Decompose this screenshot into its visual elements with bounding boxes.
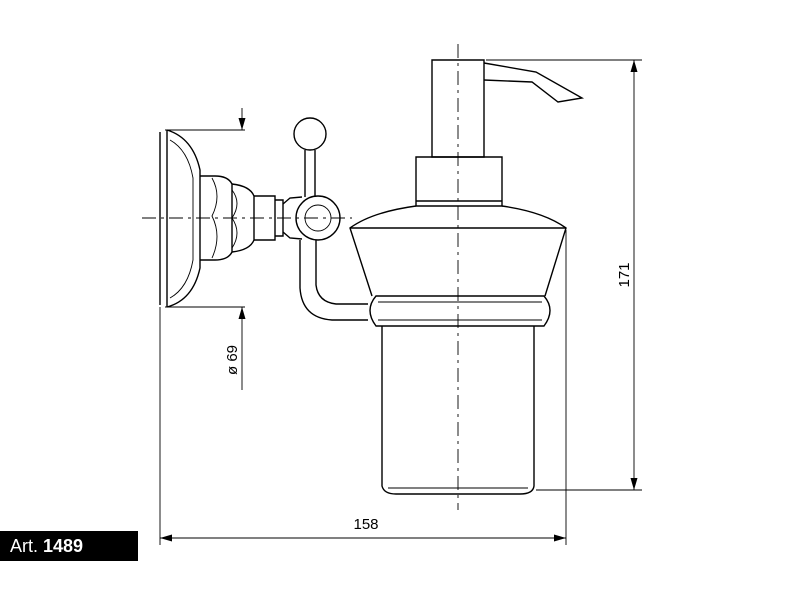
article-number: 1489 (43, 535, 84, 556)
height-dimension (486, 59, 642, 491)
diameter-dimension (165, 108, 246, 390)
diameter-dimension-label: ø 69 (224, 345, 241, 375)
width-dimension (159, 230, 567, 545)
holder-arm (282, 117, 368, 321)
center-lines (142, 44, 459, 510)
wall-rosette (159, 129, 201, 308)
article-prefix: Art. (10, 535, 39, 556)
article-badge: Art. 1489 (0, 531, 138, 561)
soap-dispenser (349, 59, 585, 495)
height-dimension-label: 171 (616, 262, 633, 287)
width-dimension-label: 158 (353, 516, 378, 533)
